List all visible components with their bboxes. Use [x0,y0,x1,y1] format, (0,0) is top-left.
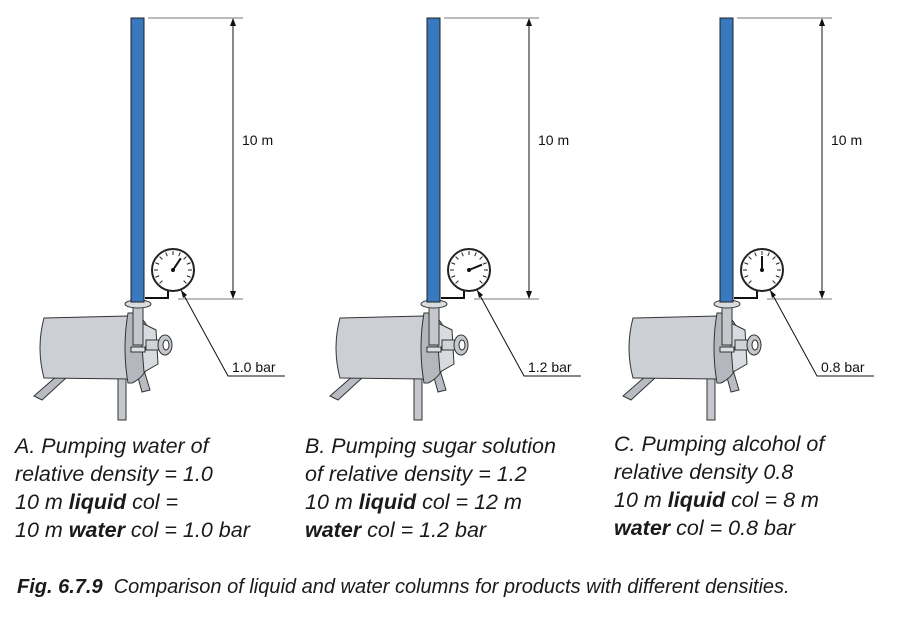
inlet-pipe [721,304,733,346]
motor-housing [628,315,718,380]
clamp [719,346,735,353]
outlet-bore [162,339,170,351]
pump-leg [329,374,363,401]
caption-text: 10 m [15,490,69,514]
caption-text: 10 m [15,518,69,542]
caption-text: col = [126,490,179,514]
panel-caption: B. Pumping sugar solution of relative den… [305,432,556,544]
caption-bold-text: water [614,516,671,540]
caption-line: relative density 0.8 [614,458,824,486]
pump [33,299,173,421]
caption-bold-text: liquid [68,490,127,514]
leader-arrow-icon [477,290,483,298]
caption-text: 10 m [305,490,359,514]
pressure-label: 1.2 bar [528,359,572,375]
caption-bold-text: liquid [667,488,726,512]
caption-line: relative density = 1.0 [15,460,250,488]
arrow-up-icon [230,18,236,26]
liquid-column-pipe [719,17,734,303]
figure-number: Fig. 6.7.9 [17,576,103,598]
caption-line: water col = 0.8 bar [614,514,824,542]
gauge-needle [468,263,483,271]
caption-bold-text: liquid [358,490,417,514]
caption-text: of relative density = 1.2 [305,462,527,486]
leader-line [180,289,285,377]
caption-text: 10 m [614,488,668,512]
height-label: 10 m [831,132,862,148]
caption-line: 10 m liquid col = [15,488,250,516]
leader-line [476,289,581,377]
leader-line [769,289,874,377]
clamp [426,346,442,353]
pump-leg [33,374,67,401]
caption-text: col = 1.0 bar [124,518,250,542]
caption-text: col = 12 m [416,490,522,514]
caption-line: 10 m liquid col = 12 m [305,488,556,516]
leader-arrow-icon [770,290,776,298]
outlet-bore [751,339,759,351]
pressure-gauge-icon [447,248,491,292]
panel-0: 10 m 1.0 bar [33,17,285,421]
caption-text: col = 8 m [725,488,819,512]
clamp [130,346,146,353]
height-label: 10 m [538,132,569,148]
caption-line: 10 m water col = 1.0 bar [15,516,250,544]
pressure-gauge-icon [740,248,784,292]
pump-leg [622,374,656,401]
gauge-needle [172,257,182,271]
caption-line: B. Pumping sugar solution [305,432,556,460]
caption-text: col = 1.2 bar [361,518,487,542]
caption-text: col = 0.8 bar [670,516,796,540]
figure-caption: Fig. 6.7.9 Comparison of liquid and wate… [17,574,897,601]
arrow-up-icon [819,18,825,26]
outlet-bore [458,339,466,351]
arrow-up-icon [526,18,532,26]
caption-text: relative density 0.8 [614,460,794,484]
pressure-label: 1.0 bar [232,359,276,375]
caption-text: B. Pumping sugar solution [305,434,556,458]
liquid-column-pipe [130,17,145,303]
caption-text: C. Pumping alcohol of [614,432,825,456]
caption-text: A. Pumping water of [15,434,209,458]
caption-bold-text: water [68,518,125,542]
pump [329,299,469,421]
arrow-down-icon [819,291,825,299]
liquid-column-pipe [426,17,441,303]
height-label: 10 m [242,132,273,148]
caption-line: A. Pumping water of [15,432,250,460]
motor-housing [335,315,425,380]
inlet-pipe [428,304,440,346]
inlet-pipe [132,304,144,346]
panel-1: 10 m 1.2 bar [329,17,581,421]
caption-line: 10 m liquid col = 8 m [614,486,824,514]
panel-caption: A. Pumping water of relative density = 1.… [15,432,250,544]
pump [622,299,762,421]
panel-caption: C. Pumping alcohol of relative density 0.… [614,430,824,542]
caption-line: of relative density = 1.2 [305,460,556,488]
caption-bold-text: water [305,518,362,542]
arrow-down-icon [230,291,236,299]
leader-arrow-icon [181,290,187,298]
caption-line: C. Pumping alcohol of [614,430,824,458]
pressure-label: 0.8 bar [821,359,865,375]
arrow-down-icon [526,291,532,299]
pressure-gauge-icon [151,248,195,292]
caption-line: water col = 1.2 bar [305,516,556,544]
panel-2: 10 m 0.8 bar [622,17,874,421]
motor-housing [39,315,129,380]
caption-text: relative density = 1.0 [15,462,213,486]
figure-text: Comparison of liquid and water columns f… [113,576,790,598]
